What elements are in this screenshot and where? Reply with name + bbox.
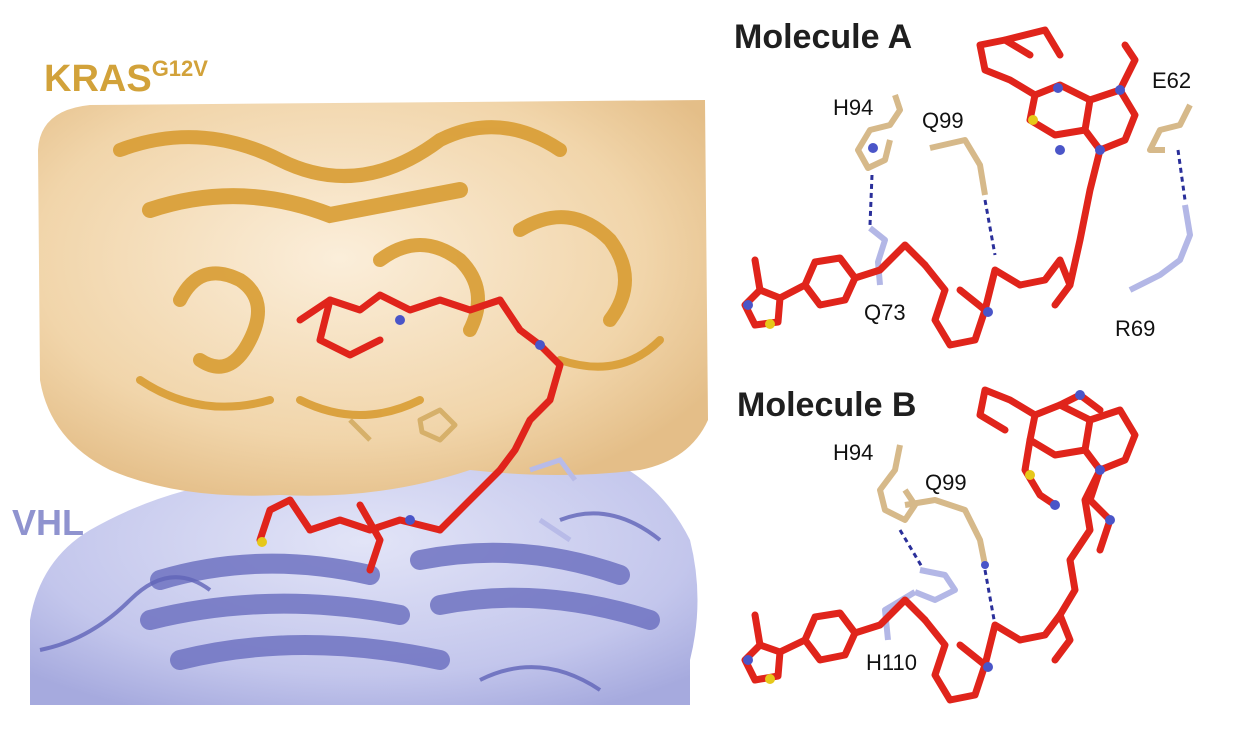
molecule-a-structure (741, 26, 1193, 349)
molecule-a-atoms (743, 83, 1125, 329)
molecule-b-ligand (741, 386, 1139, 704)
molecule-a-residue-q99 (929, 137, 988, 196)
complex-render (30, 100, 708, 705)
kras-label: KRASG12V (44, 56, 208, 101)
molecule-a-hbonds (868, 149, 1187, 256)
molecule-b-title: Molecule B (737, 386, 917, 424)
molecule-b-hbonds (898, 529, 997, 626)
molecule-a-residue-label-h94: H94 (833, 95, 874, 120)
molecule-b-structure (741, 386, 1139, 704)
molecule-a-title: Molecule A (734, 18, 913, 56)
molecule-b-residue-label-h110: H110 (866, 650, 917, 675)
vhl-label: VHL (12, 502, 84, 543)
molecule-a-residue-h94 (855, 94, 903, 171)
molecule-b-atoms (743, 390, 1115, 684)
molecule-a-residue-r69 (1128, 204, 1193, 293)
molecule-b-residue-h94 (877, 444, 918, 523)
kras-label-text: KRAS (44, 58, 152, 100)
molecule-a-residue-e62 (1147, 103, 1193, 153)
molecule-a-residue-label-q99: Q99 (922, 108, 964, 133)
kras-label-superscript: G12V (151, 56, 208, 81)
vhl-cartoon (140, 542, 660, 670)
molecule-a-residue-label-r69: R69 (1115, 316, 1156, 341)
molecule-b-residue-q99 (904, 497, 988, 566)
molecule-a-residue-label-q73: Q73 (864, 300, 906, 325)
molecule-a-residue-label-e62: E62 (1152, 68, 1192, 93)
complex-ligand (256, 291, 564, 574)
molecule-b-residue-label-h94: H94 (833, 440, 874, 465)
molecule-a-ligand (741, 26, 1139, 349)
molecule-b-residue-label-q99: Q99 (925, 470, 967, 495)
molecule-a-residue-q73 (868, 225, 888, 286)
kras-cartoon (113, 120, 664, 419)
